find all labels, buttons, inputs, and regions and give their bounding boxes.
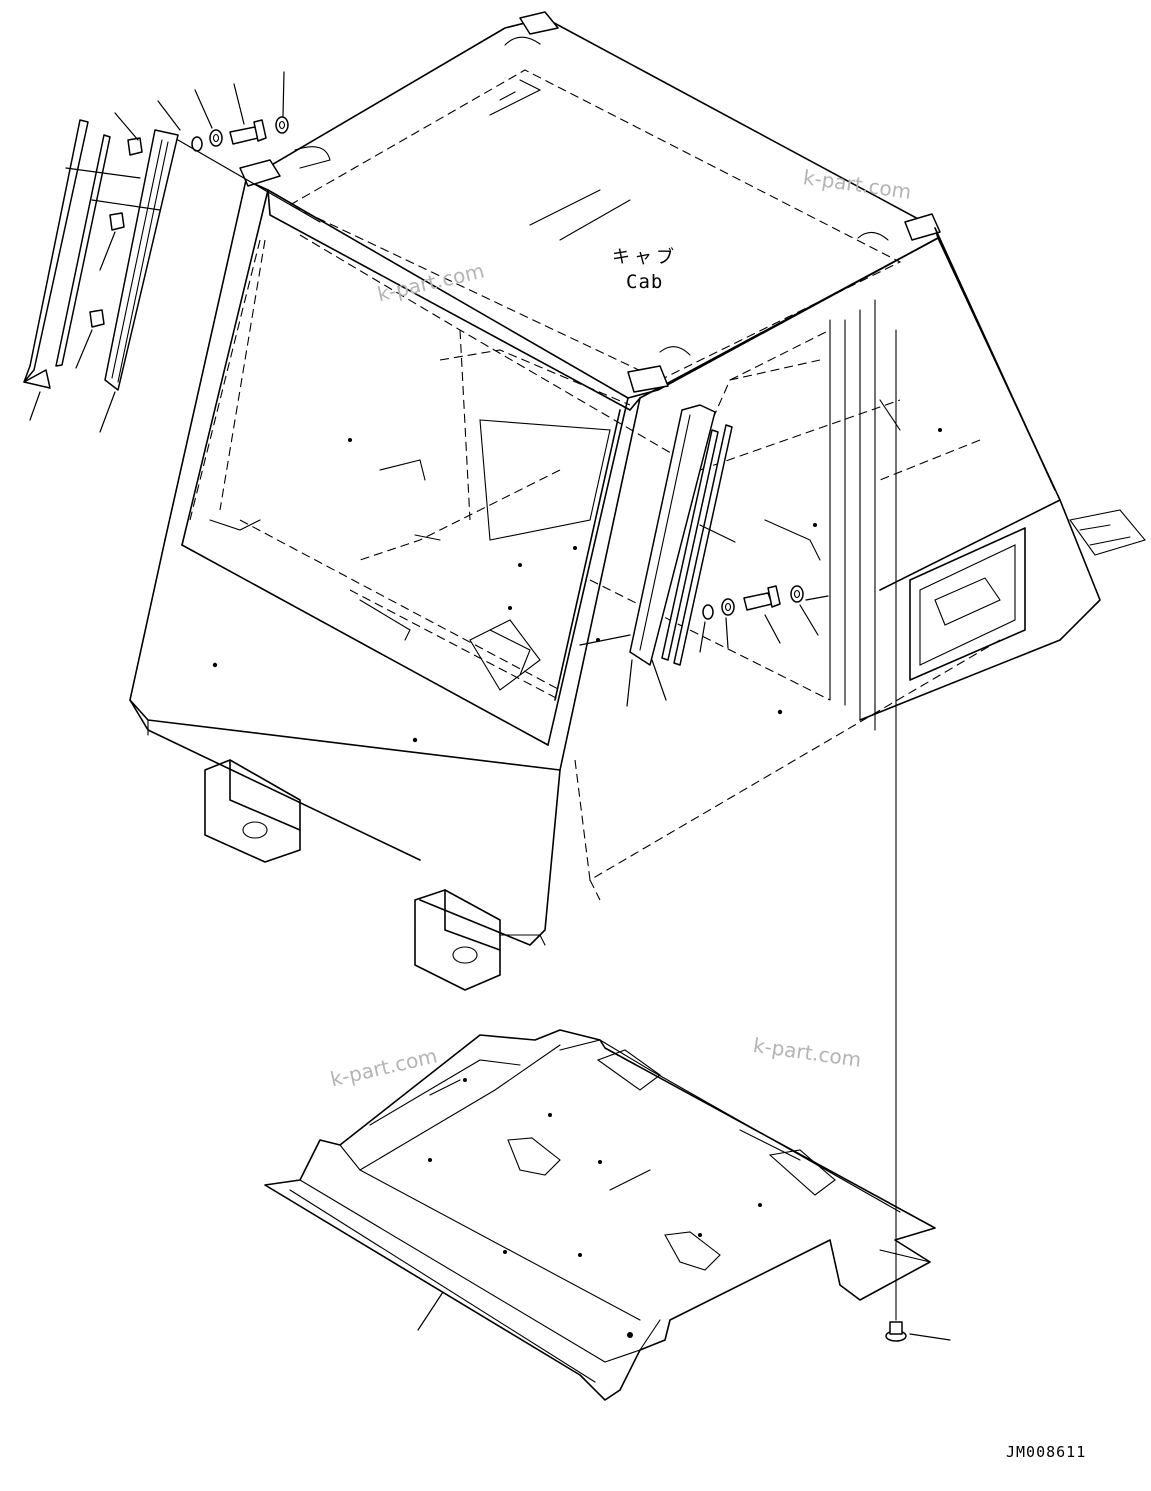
left-seal-parts [23, 71, 321, 433]
cab-assembly [129, 11, 1146, 991]
center-seal-parts [579, 404, 829, 707]
fastener-clip [885, 329, 951, 1342]
cab-label-english: Cab [626, 271, 664, 293]
drawing-code: JM008611 [1006, 1443, 1087, 1461]
floor-mat [264, 1029, 936, 1401]
cab-label-japanese: キャブ [612, 247, 678, 268]
